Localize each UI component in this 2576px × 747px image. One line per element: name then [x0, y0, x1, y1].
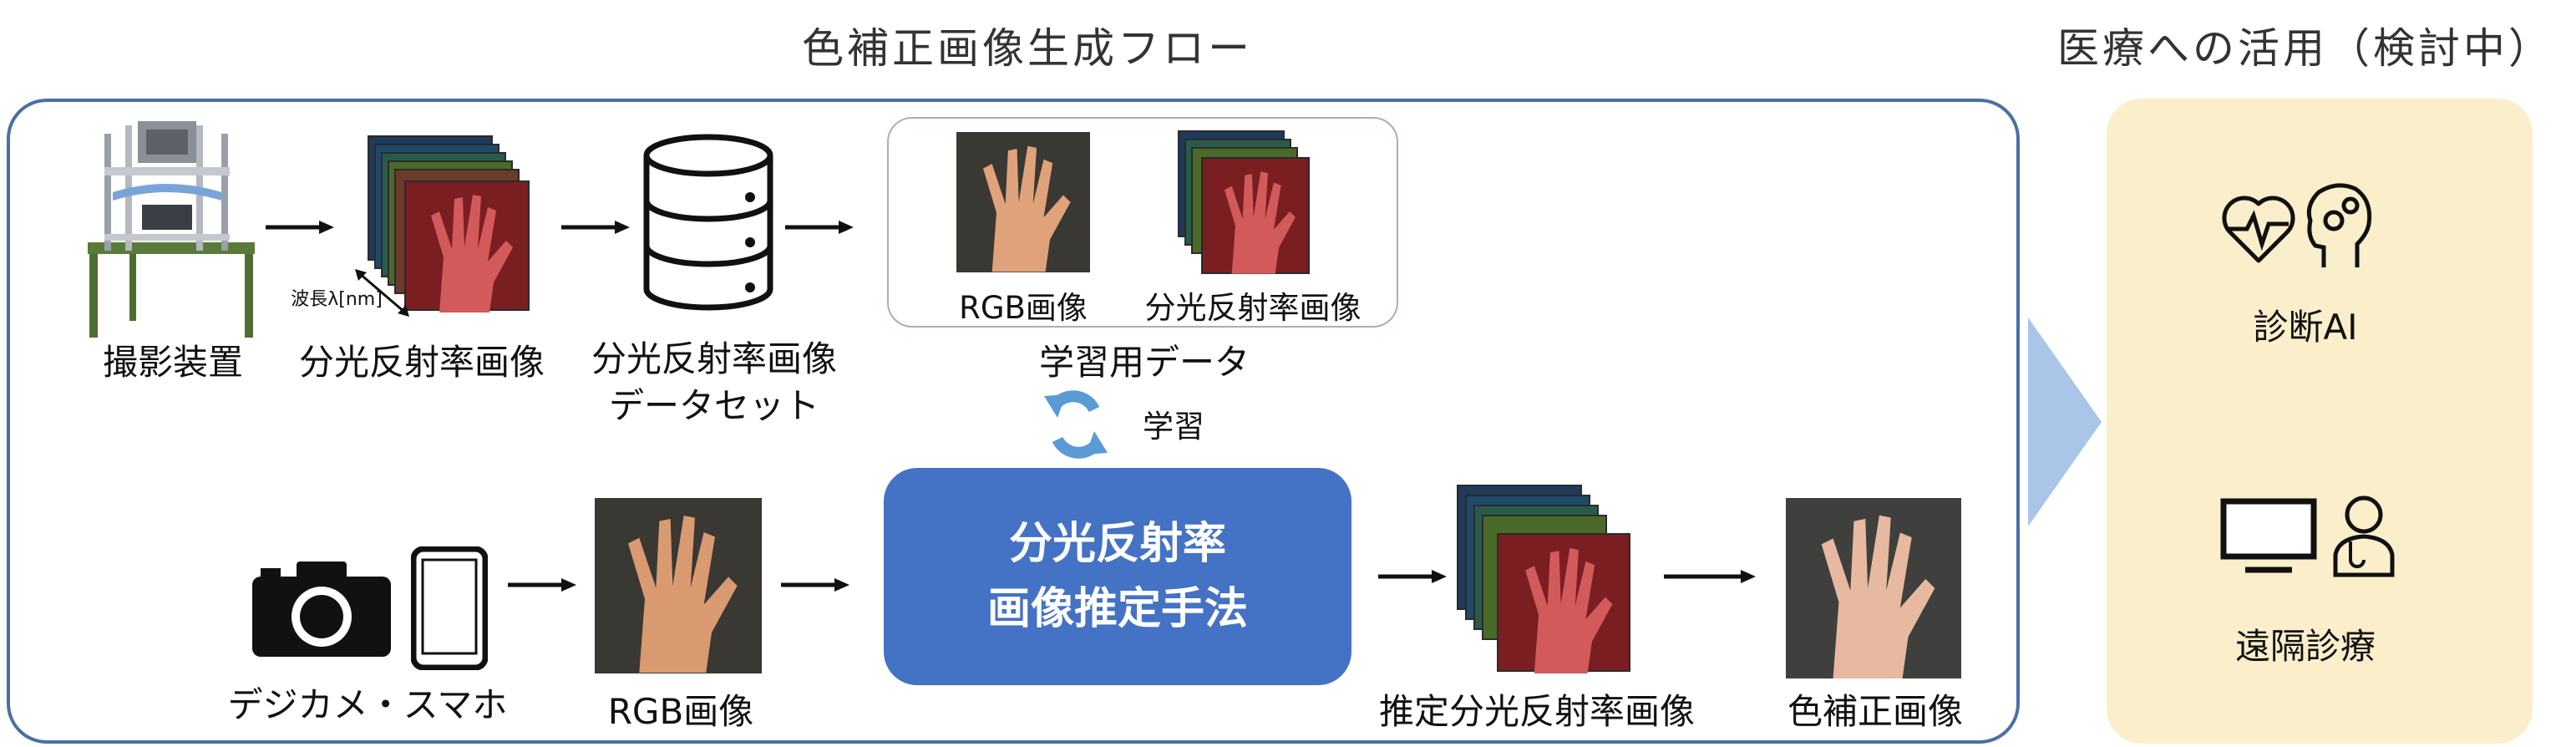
dataset-label-line2: データセット: [608, 385, 819, 426]
training-spectral-stack: [1178, 130, 1345, 279]
arrow-right-icon: [1664, 570, 1756, 583]
dataset-label-line1: 分光反射率画像: [591, 338, 837, 379]
main-flow-title: 色補正画像生成フロー: [802, 24, 1253, 73]
heart-pulse-icon: [2222, 196, 2295, 263]
training-rgb-image: [956, 132, 1090, 272]
color-corrected-label: 色補正画像: [1787, 691, 1963, 732]
wavelength-label: 波長λ[nm]: [291, 289, 383, 310]
flow-chevron-icon: [2028, 318, 2102, 526]
brain-gears-icon: [2306, 183, 2372, 267]
telemedicine-label: 遠隔診療: [2234, 626, 2376, 667]
arrow-right-icon: [1378, 570, 1447, 583]
spectral-image-label: 分光反射率画像: [298, 342, 545, 383]
estimation-method-box: 分光反射率 画像推定手法: [884, 468, 1351, 685]
smartphone-icon: [411, 546, 488, 670]
application-panel: [2107, 99, 2533, 744]
spectral-image-stack: [368, 135, 535, 313]
camera-icon: [252, 562, 391, 657]
arrow-right-icon: [561, 221, 630, 234]
arrow-right-icon: [785, 221, 854, 234]
arrow-right-icon: [266, 221, 334, 234]
learning-cycle-icon: [1044, 390, 1108, 459]
input-rgb-label: RGB画像: [607, 691, 754, 732]
arrow-right-icon: [781, 578, 849, 592]
arrow-right-icon: [508, 578, 576, 592]
method-label-line2: 画像推定手法: [986, 584, 1248, 634]
camera-smartphone-label: デジカメ・スマホ: [227, 684, 508, 725]
doctor-icon: [2333, 495, 2395, 577]
training-rgb-label: RGB画像: [959, 290, 1088, 326]
estimated-spectral-label: 推定分光反射率画像: [1378, 691, 1695, 732]
imaging-device-label: 撮影装置: [102, 342, 243, 383]
application-title: 医療への活用（検討中）: [2057, 24, 2553, 73]
learning-label: 学習: [1143, 409, 1204, 445]
training-spectral-label: 分光反射率画像: [1144, 290, 1362, 326]
imaging-device-icon: [88, 121, 255, 338]
input-rgb-image: [595, 498, 762, 673]
method-label-line1: 分光反射率: [1008, 519, 1226, 569]
monitor-icon: [2220, 498, 2317, 573]
estimated-spectral-stack: [1457, 485, 1640, 675]
diagnosis-ai-label: 診断AI: [2253, 307, 2358, 348]
training-data-caption: 学習用データ: [1038, 342, 1250, 383]
flow-frame: [7, 99, 2020, 744]
color-corrected-image: [1786, 498, 1961, 678]
database-icon: [643, 134, 773, 311]
wavelength-axis-arrow: [355, 269, 409, 317]
